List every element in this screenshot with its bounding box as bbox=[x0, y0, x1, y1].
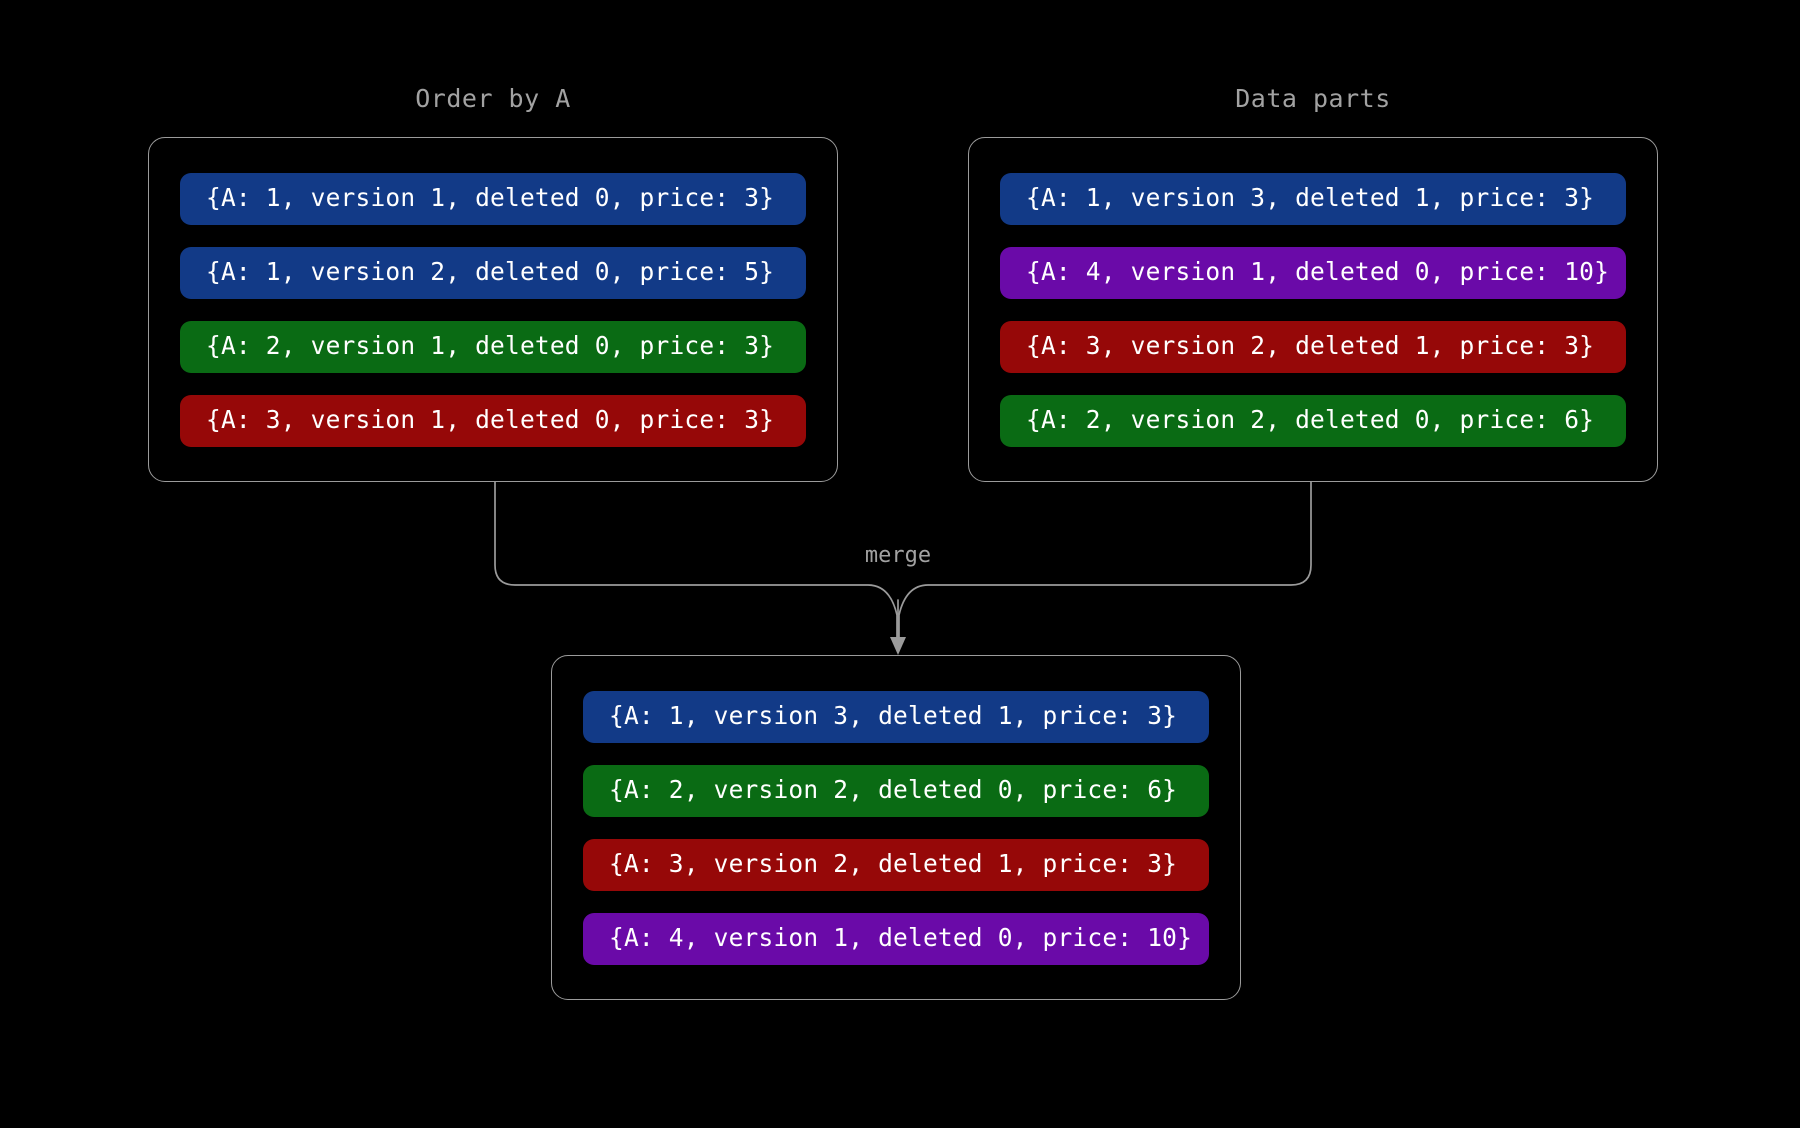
record-row[interactable]: {A: 4, version 1, deleted 0, price: 10} bbox=[583, 912, 1209, 965]
record-row[interactable]: {A: 1, version 3, deleted 1, price: 3} bbox=[1000, 172, 1626, 225]
record-row[interactable]: {A: 2, version 2, deleted 0, price: 6} bbox=[583, 764, 1209, 817]
record-row[interactable]: {A: 4, version 1, deleted 0, price: 10} bbox=[1000, 246, 1626, 299]
record-row[interactable]: {A: 1, version 1, deleted 0, price: 3} bbox=[180, 172, 806, 225]
record-row[interactable]: {A: 1, version 3, deleted 1, price: 3} bbox=[583, 690, 1209, 743]
panel-merged-result: {A: 1, version 3, deleted 1, price: 3} {… bbox=[551, 655, 1241, 1000]
merge-edge-label: merge bbox=[864, 543, 932, 568]
record-row[interactable]: {A: 2, version 1, deleted 0, price: 3} bbox=[180, 320, 806, 373]
arrowhead-icon bbox=[890, 637, 906, 655]
group-title-order-by-a: Order by A bbox=[415, 84, 571, 113]
panel-data-parts: {A: 1, version 3, deleted 1, price: 3} {… bbox=[968, 137, 1658, 482]
group-title-data-parts: Data parts bbox=[1235, 84, 1391, 113]
record-row[interactable]: {A: 2, version 2, deleted 0, price: 6} bbox=[1000, 394, 1626, 447]
record-row[interactable]: {A: 1, version 2, deleted 0, price: 5} bbox=[180, 246, 806, 299]
panel-order-by-a: {A: 1, version 1, deleted 0, price: 3} {… bbox=[148, 137, 838, 482]
record-row[interactable]: {A: 3, version 2, deleted 1, price: 3} bbox=[1000, 320, 1626, 373]
record-row[interactable]: {A: 3, version 1, deleted 0, price: 3} bbox=[180, 394, 806, 447]
record-row[interactable]: {A: 3, version 2, deleted 1, price: 3} bbox=[583, 838, 1209, 891]
